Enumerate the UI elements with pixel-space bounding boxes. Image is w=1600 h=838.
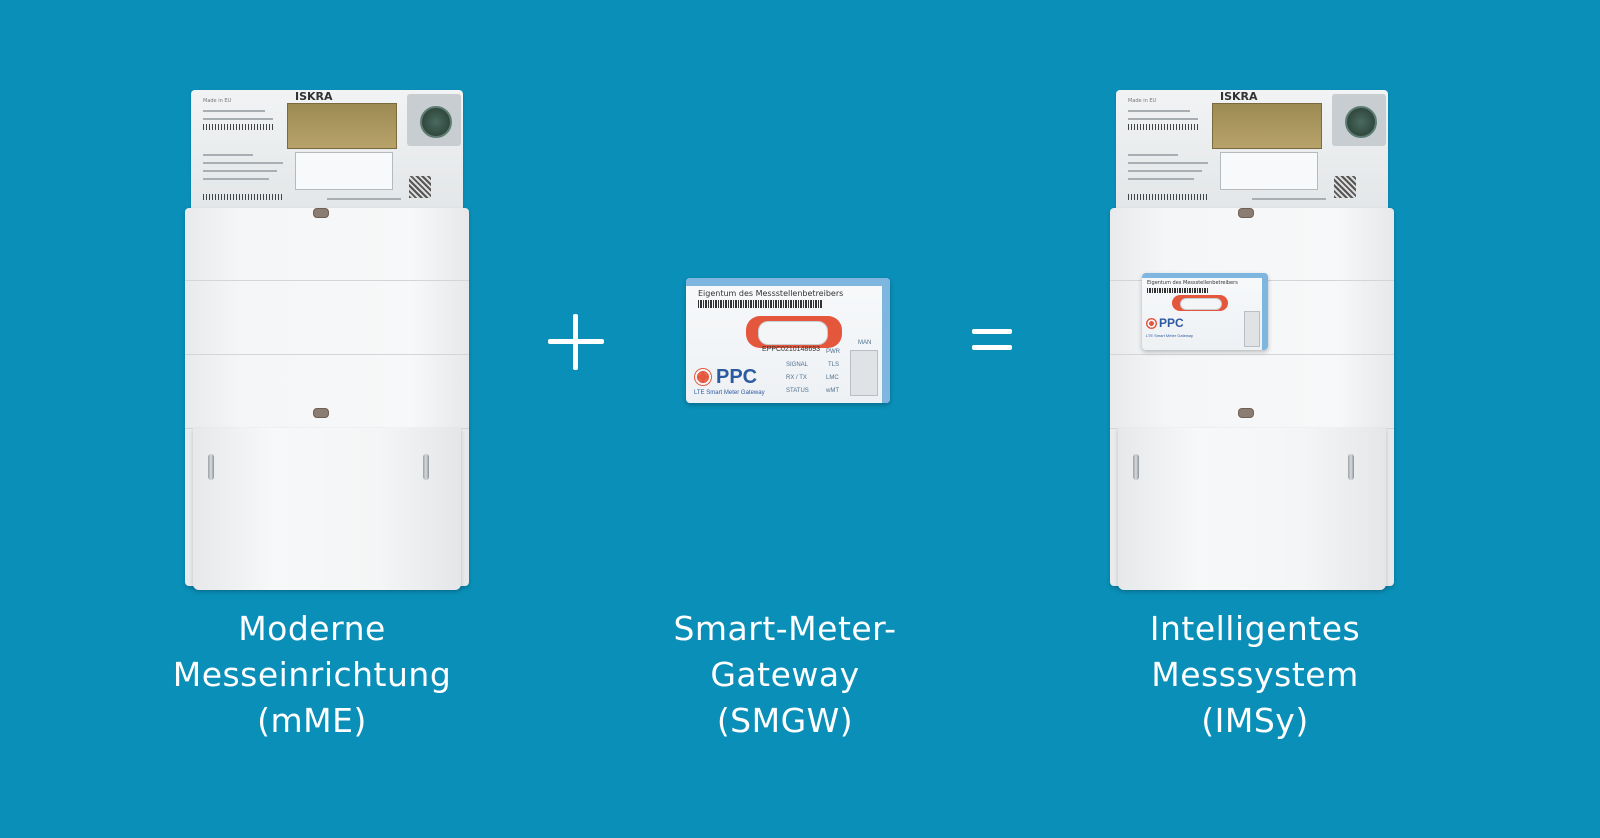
meter-seal-pin-left xyxy=(208,454,214,480)
meter-type-label xyxy=(295,152,393,190)
gateway-brand: PPC xyxy=(1159,316,1184,330)
meter-brand: ISKRA xyxy=(295,90,333,103)
gateway-led-lmc: LMC xyxy=(826,375,839,381)
meter-screw-mid xyxy=(1238,408,1254,418)
meter-lcd-display xyxy=(1212,103,1322,149)
caption-line: Messeinrichtung xyxy=(172,655,452,694)
meter-seal-pin-right xyxy=(423,454,429,480)
caption-line: Smart-Meter- xyxy=(673,609,897,648)
gateway-led-pwr: PWR xyxy=(826,349,840,355)
gateway-connector-slot xyxy=(850,350,878,396)
meter-qr-code xyxy=(409,176,431,198)
inserted-gateway: Eigentum des Messstellenbetreibers PPC L… xyxy=(1142,273,1268,350)
meter-lcd-display xyxy=(287,103,397,149)
meter-type-label xyxy=(1220,152,1318,190)
caption-intelligent-system: Intelligentes Messsystem (IMSy) xyxy=(1035,606,1475,744)
meter-screw-mid xyxy=(313,408,329,418)
modern-meter-device: Made in EU ISKRA xyxy=(185,90,469,590)
gateway-man-label: MAN xyxy=(858,340,872,346)
meter-qr-code xyxy=(1334,176,1356,198)
caption-line: Messsystem xyxy=(1151,655,1359,694)
meter-screw-top xyxy=(313,208,329,218)
gateway-led-signal: SIGNAL xyxy=(786,362,809,368)
gateway-led-tls: TLS xyxy=(828,362,840,368)
meter-screw-top xyxy=(1238,208,1254,218)
meter-top-panel: Made in EU ISKRA xyxy=(191,90,463,212)
caption-line: Moderne xyxy=(238,609,386,648)
caption-modern-meter: Moderne Messeinrichtung (mME) xyxy=(92,606,532,744)
gateway-serial: EPPC0210148693 xyxy=(762,346,820,353)
smart-meter-gateway-device: Eigentum des Messstellenbetreibers EPPC0… xyxy=(686,278,890,403)
caption-line: (IMSy) xyxy=(1201,701,1309,740)
gateway-led-rxtx: RX / TX xyxy=(786,375,807,381)
gateway-led-status: STATUS xyxy=(786,388,809,394)
intelligent-metering-system-device: Made in EU ISKRA Eigentum des Messstelle… xyxy=(1110,90,1394,590)
caption-line: Intelligentes xyxy=(1149,609,1361,648)
meter-seal-pin-right xyxy=(1348,454,1354,480)
gateway-subtitle: LTE Smart Meter Gateway xyxy=(694,390,765,396)
gateway-owner-label: Eigentum des Messstellenbetreibers xyxy=(698,289,844,298)
caption-smart-meter-gateway: Smart-Meter- Gateway (SMGW) xyxy=(565,606,1005,744)
caption-line: (SMGW) xyxy=(716,701,854,740)
meter-optical-port xyxy=(1332,94,1386,146)
meter-origin-text: Made in EU xyxy=(203,98,232,104)
meter-terminal-cover xyxy=(193,428,461,590)
meter-brand: ISKRA xyxy=(1220,90,1258,103)
caption-line: (mME) xyxy=(257,701,367,740)
caption-line: Gateway xyxy=(710,655,860,694)
meter-seal-pin-left xyxy=(1133,454,1139,480)
gateway-owner-label: Eigentum des Messstellenbetreibers xyxy=(1147,280,1238,286)
gateway-subtitle: LTE Smart Meter Gateway xyxy=(1146,333,1194,338)
meter-optical-port xyxy=(407,94,461,146)
gateway-led-wmt: wMT xyxy=(826,388,839,394)
gateway-brand: PPC xyxy=(716,366,758,388)
meter-top-panel: Made in EU ISKRA xyxy=(1116,90,1388,212)
meter-terminal-cover xyxy=(1118,428,1386,590)
meter-origin-text: Made in EU xyxy=(1128,98,1157,104)
